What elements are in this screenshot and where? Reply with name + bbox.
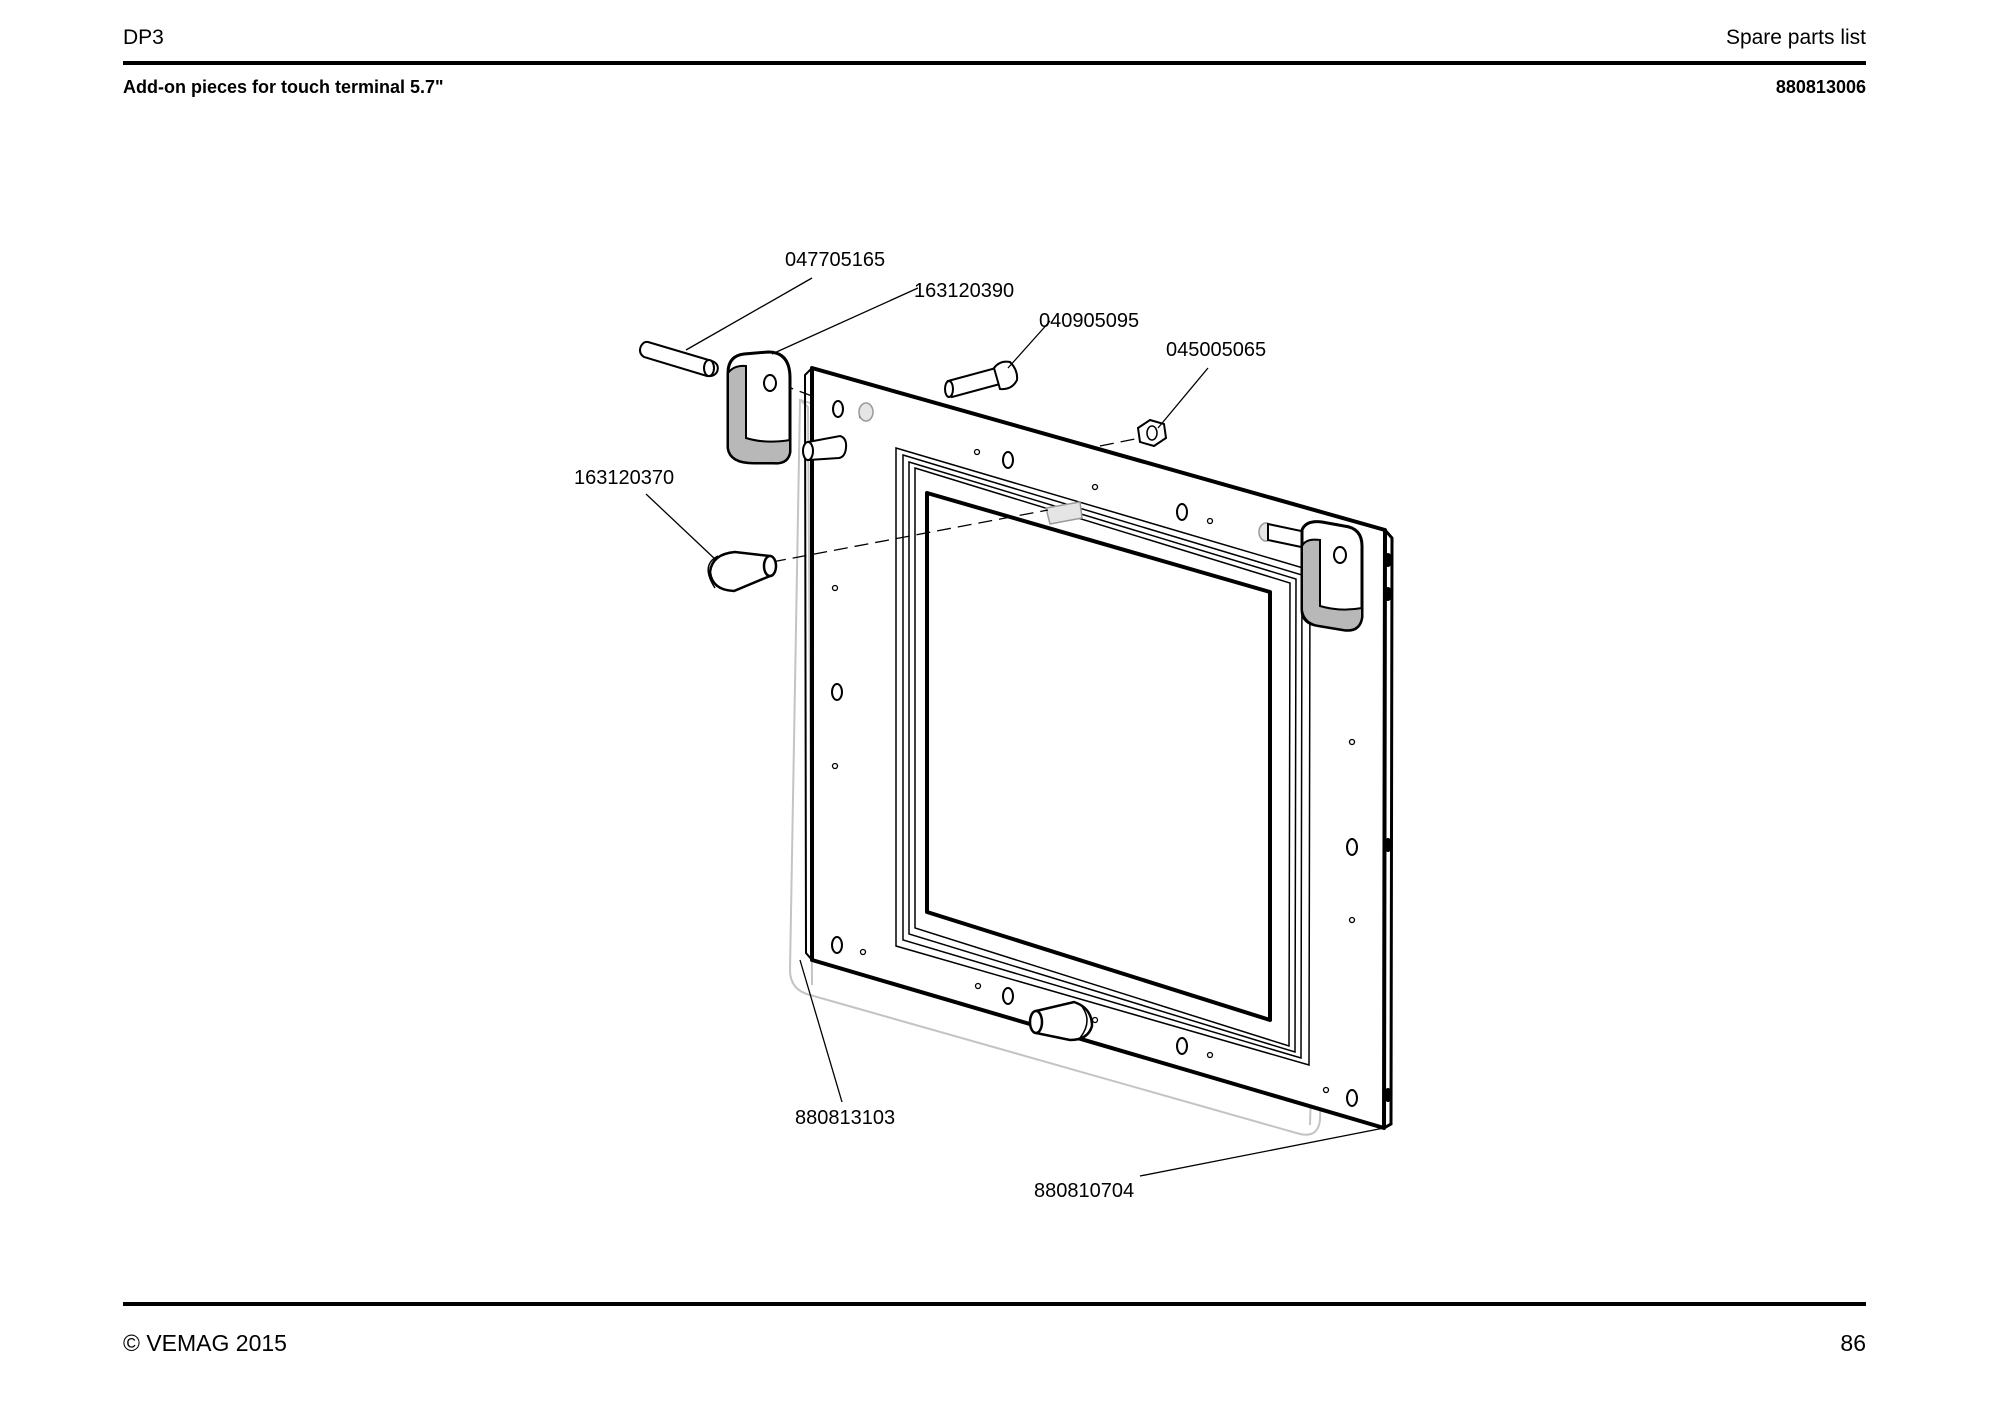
left-hinge-block	[726, 350, 792, 465]
bottom-knob	[1028, 1000, 1094, 1042]
model-label: DP3	[123, 26, 164, 49]
header-divider	[123, 61, 1866, 65]
section-title: Add-on pieces for touch terminal 5.7"	[123, 77, 444, 97]
assembly-number: 880813006	[1775, 77, 1866, 97]
callout-040905095: 040905095	[1039, 310, 1139, 332]
right-hinge-block	[1267, 520, 1364, 632]
mounting-holes	[831, 400, 1358, 1107]
footer-divider	[123, 1302, 1866, 1306]
document-type-label: Spare parts list	[1725, 26, 1866, 49]
callout-163120390: 163120390	[914, 280, 1014, 302]
loose-pin	[639, 340, 719, 378]
display-window	[925, 491, 1272, 1022]
copyright-label: © VEMAG 2015	[123, 1330, 287, 1356]
page-number: 86	[1840, 1330, 1866, 1356]
frame-edge-studs	[1384, 553, 1392, 1102]
display-bezel	[895, 446, 1311, 1066]
callout-880813103: 880813103	[795, 1107, 895, 1129]
screw	[944, 360, 1019, 399]
callout-163120370: 163120370	[574, 467, 674, 489]
callout-880810704: 880810704	[1034, 1180, 1134, 1202]
leader-lines	[645, 277, 1385, 1177]
hinge-pin-short	[802, 434, 848, 462]
callout-047705165: 047705165	[785, 249, 885, 271]
callout-045005065: 045005065	[1166, 339, 1266, 361]
left-knob	[707, 550, 778, 593]
